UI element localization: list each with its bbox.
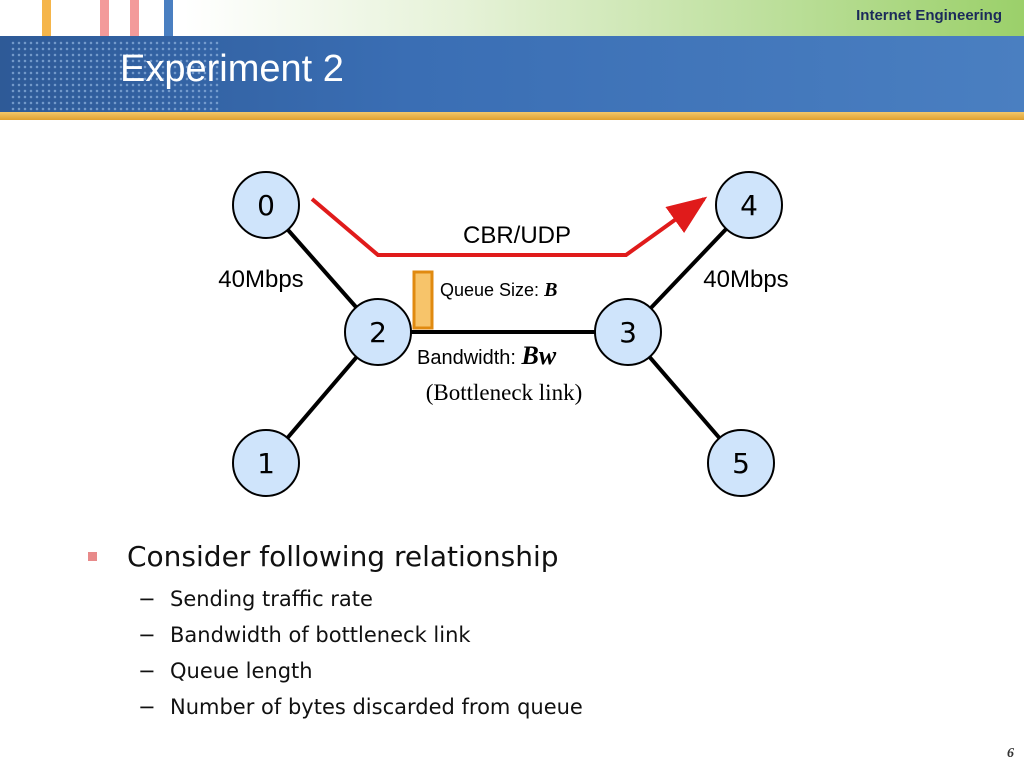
node-5-label: 5 (732, 447, 750, 480)
bullet-heading: Consider following relationship (127, 540, 559, 573)
sub-bullet-item: −Sending traffic rate (138, 587, 986, 611)
node-1: 1 (232, 429, 300, 497)
right-link-bandwidth-label: 40Mbps (703, 266, 788, 293)
header-stripe-3 (130, 0, 139, 36)
sub-bullet-list: −Sending traffic rate −Bandwidth of bott… (86, 587, 986, 719)
bullet-list: Consider following relationship −Sending… (86, 540, 986, 731)
sub-bullet-text: Bandwidth of bottleneck link (170, 623, 471, 647)
sub-bullet-item: −Number of bytes discarded from queue (138, 695, 986, 719)
node-5: 5 (707, 429, 775, 497)
node-1-label: 1 (257, 447, 275, 480)
node-3: 3 (594, 298, 662, 366)
node-4: 4 (715, 171, 783, 239)
sub-bullet-item: −Bandwidth of bottleneck link (138, 623, 986, 647)
gold-accent-line (0, 112, 1024, 120)
bullet-square-icon (88, 552, 97, 561)
cbr-udp-flow-arrow (310, 196, 708, 257)
bullet-item-main: Consider following relationship (86, 540, 986, 573)
course-name: Internet Engineering (856, 7, 1002, 24)
node-4-label: 4 (740, 189, 758, 222)
queue-size-text: Queue Size: B (440, 279, 557, 301)
node-0-label: 0 (257, 189, 275, 222)
dot-pattern (10, 40, 220, 116)
dash-icon: − (138, 623, 156, 647)
page-number: 6 (1007, 746, 1014, 761)
dash-icon: − (138, 695, 156, 719)
bandwidth-symbol: Bw (521, 341, 557, 370)
slide-header: Internet Engineering Experiment 2 (0, 0, 1024, 120)
network-topology-diagram: 0 1 2 3 4 5 40Mbps 40Mbps CBR/UDP Queue … (218, 171, 789, 497)
sub-bullet-text: Sending traffic rate (170, 587, 373, 611)
queue-size-symbol: B (543, 279, 557, 301)
node-0: 0 (232, 171, 300, 239)
header-stripe-2 (100, 0, 109, 36)
queue-buffer (412, 270, 434, 330)
bandwidth-text: Bandwidth: Bw (417, 341, 557, 370)
node-3-label: 3 (619, 316, 637, 349)
header-stripe-1 (42, 0, 51, 36)
left-link-bandwidth-label: 40Mbps (218, 266, 303, 293)
flow-label: CBR/UDP (463, 222, 571, 249)
sub-bullet-text: Queue length (170, 659, 313, 683)
header-stripe-4 (164, 0, 173, 36)
queue-size-label: Queue Size: (440, 280, 544, 300)
dash-icon: − (138, 659, 156, 683)
sub-bullet-item: −Queue length (138, 659, 986, 683)
slide-title: Experiment 2 (120, 48, 344, 90)
sub-bullet-text: Number of bytes discarded from queue (170, 695, 583, 719)
dash-icon: − (138, 587, 156, 611)
bottleneck-label: (Bottleneck link) (426, 380, 583, 405)
node-2: 2 (344, 298, 412, 366)
bandwidth-label: Bandwidth: (417, 347, 522, 369)
node-2-label: 2 (369, 316, 387, 349)
